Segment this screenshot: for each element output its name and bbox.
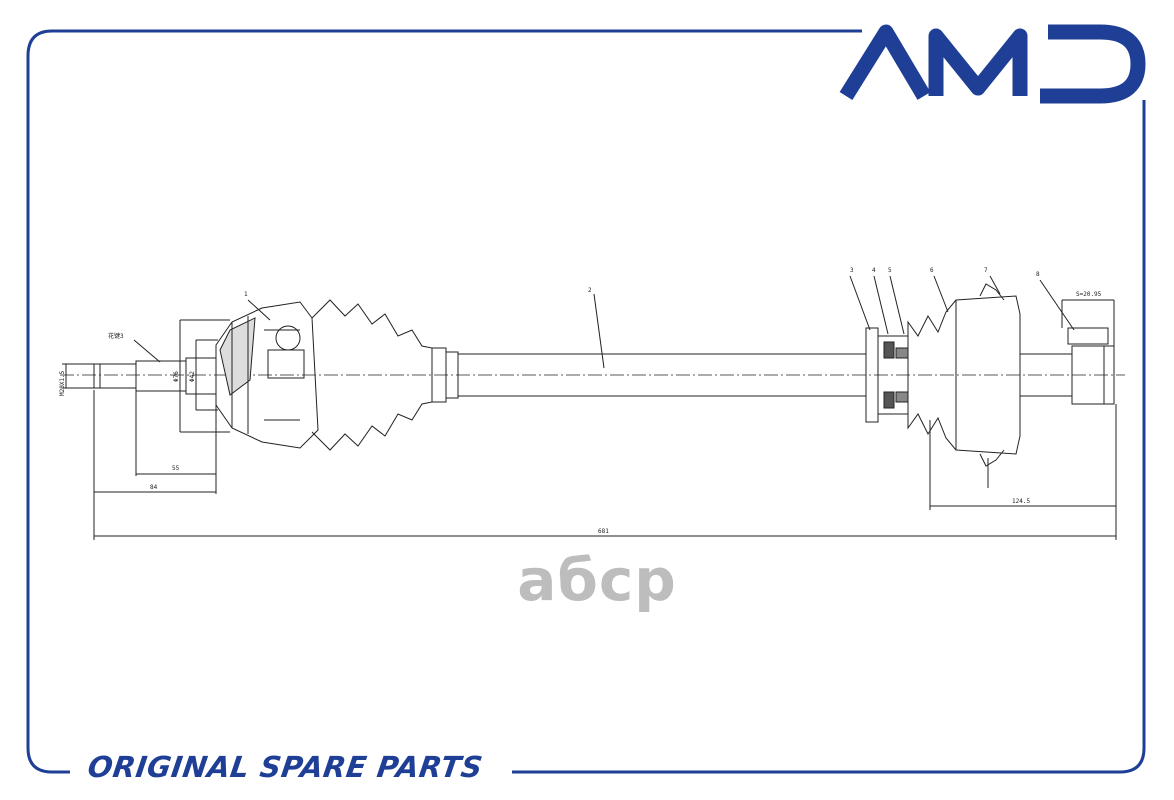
logo-letter-a (839, 24, 931, 100)
part-label-5: 5 (888, 267, 892, 274)
dim-right-offset: 124.5 (1012, 498, 1030, 505)
frame-lower-line (512, 100, 1146, 774)
dim-84: 84 (150, 484, 158, 491)
outer-cv-housing (215, 301, 319, 449)
part-label-6: 6 (930, 267, 934, 274)
part-label-8: 8 (1036, 271, 1040, 278)
frame-upper-line (26, 29, 862, 774)
watermark-text: aбcp (517, 546, 677, 614)
part-label-4: 4 (872, 267, 876, 274)
right-boot (907, 295, 1021, 455)
dim-right-spline: S=20.95 (1076, 291, 1102, 298)
dim-spline-callout: 花键3 (108, 332, 124, 340)
part-label-7: 7 (984, 267, 988, 274)
brand-logo (839, 24, 1146, 104)
part-label-1: 1 (244, 291, 248, 298)
part-label-2: 2 (588, 287, 592, 294)
part-label-3: 3 (850, 267, 854, 274)
logo-letter-m (928, 28, 1028, 96)
dim-spline-spec: M20X1.5 (59, 370, 66, 396)
dim-dia-outer: Φ76 (173, 371, 180, 382)
dim-55: 55 (172, 465, 180, 472)
logo-letter-d (1040, 24, 1146, 104)
dim-overall: 681 (598, 528, 609, 535)
dim-dia-inner: Φ42 (189, 371, 196, 382)
